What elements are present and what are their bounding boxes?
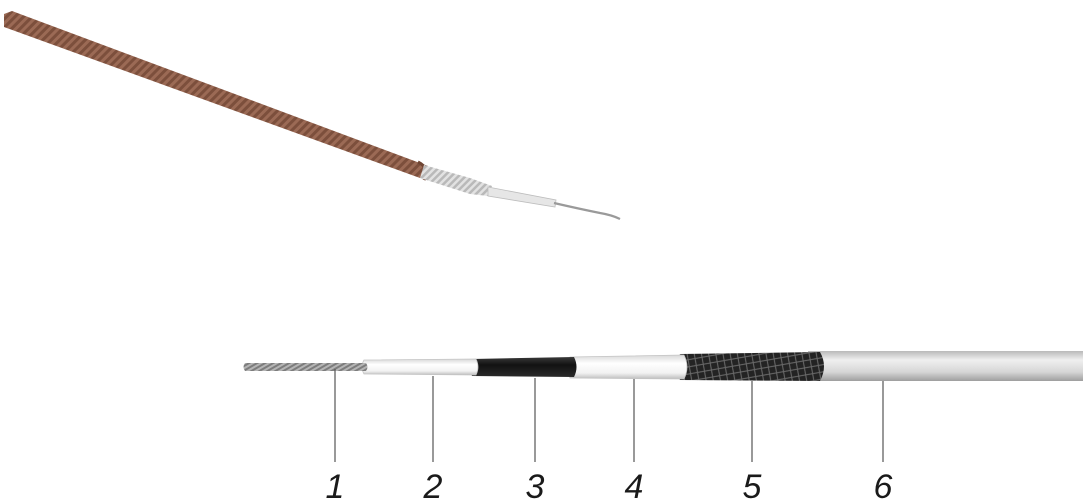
callout-number-5: 5 <box>743 468 762 503</box>
exposed-silver-braid <box>420 165 492 196</box>
layer-dielectric <box>362 359 478 375</box>
layer-black-conductor <box>470 357 577 377</box>
callout-number-3: 3 <box>526 468 545 503</box>
callout-number-1: 1 <box>326 468 345 503</box>
layer-center-conductor <box>244 363 368 371</box>
photo-dielectric <box>488 187 556 207</box>
coax-layers-diagram <box>244 351 1083 381</box>
layer-insulation <box>568 355 688 379</box>
callout-numbers: 1 2 3 4 5 6 <box>326 468 893 503</box>
callout-number-6: 6 <box>874 468 893 503</box>
photo-center-wire <box>554 203 620 219</box>
brown-outer-jacket <box>4 11 428 178</box>
photo-coax-cable <box>4 11 620 219</box>
layer-outer-jacket <box>808 351 1083 381</box>
callout-number-2: 2 <box>423 468 443 503</box>
layer-braided-shield <box>677 352 825 381</box>
leader-lines <box>335 369 883 462</box>
callout-number-4: 4 <box>625 468 644 503</box>
